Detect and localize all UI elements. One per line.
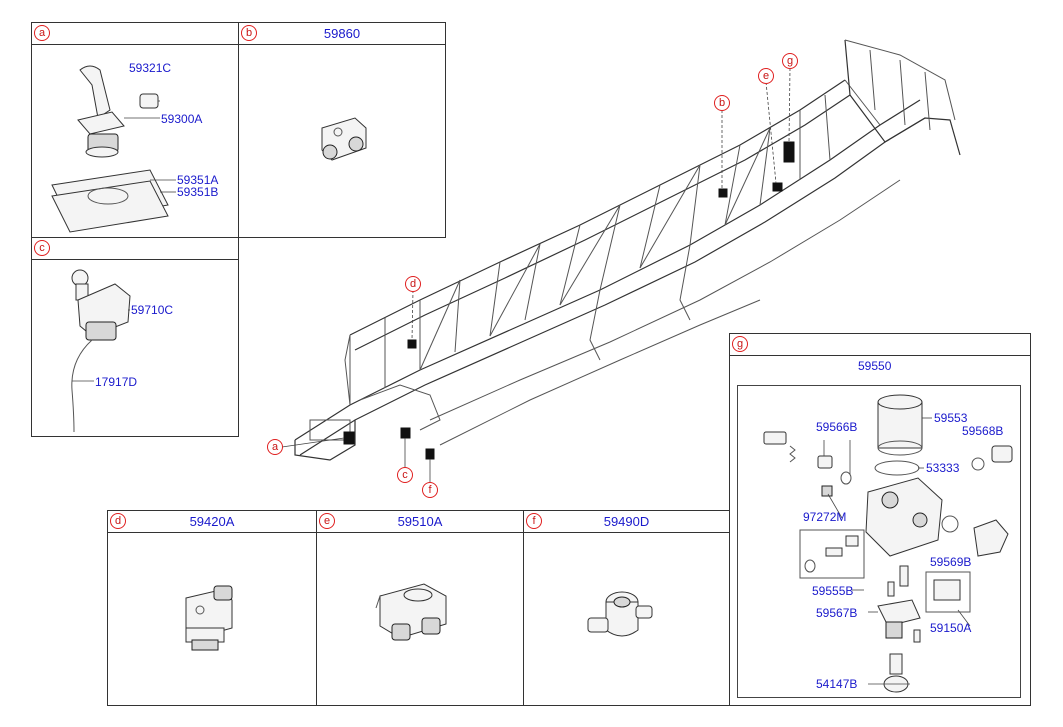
part-label[interactable]: 59567B — [816, 606, 858, 620]
inset-g-inner-frame — [737, 385, 1021, 698]
inset-c-drawing — [71, 269, 131, 433]
part-label[interactable]: 59150A — [930, 621, 972, 635]
part-label[interactable]: 59321C — [129, 61, 172, 75]
callout-d-main[interactable]: d — [405, 276, 421, 292]
inset-header — [32, 23, 238, 45]
inset-d-drawing — [185, 585, 233, 651]
part-label[interactable]: 59555B — [812, 584, 854, 598]
part-label[interactable]: 59300A — [161, 112, 203, 126]
callout-e[interactable]: e — [319, 513, 335, 529]
inset-box-c: c — [31, 237, 239, 437]
callout-g-main[interactable]: g — [782, 53, 798, 69]
callout-a[interactable]: a — [34, 25, 50, 41]
part-label[interactable]: 59568B — [962, 424, 1004, 438]
inset-title[interactable]: 59860 — [323, 26, 361, 41]
inset-e-drawing — [375, 583, 447, 641]
inset-header — [730, 334, 1030, 356]
part-label[interactable]: 59569B — [930, 555, 972, 569]
inset-f-drawing — [587, 591, 653, 637]
callout-b[interactable]: b — [241, 25, 257, 41]
inset-header: 59510A — [317, 511, 523, 533]
callout-d[interactable]: d — [110, 513, 126, 529]
inset-header: 59490D — [524, 511, 729, 533]
callout-a-main[interactable]: a — [267, 439, 283, 455]
callout-f[interactable]: f — [526, 513, 542, 529]
inset-box-a: a — [31, 22, 239, 238]
callout-g[interactable]: g — [732, 336, 748, 352]
inset-title[interactable]: 59420A — [189, 514, 235, 529]
inset-title[interactable]: 59490D — [603, 514, 650, 529]
inset-header — [32, 238, 238, 260]
callout-c-main[interactable]: c — [397, 467, 413, 483]
part-label[interactable]: 59553 — [934, 411, 968, 425]
inset-a-drawing — [51, 65, 176, 233]
callout-b-main[interactable]: b — [714, 95, 730, 111]
inset-box-f: 59490D f — [523, 510, 730, 706]
inset-box-d: 59420A d — [107, 510, 317, 706]
chassis-frame-drawing — [281, 39, 961, 482]
assembly-label[interactable]: 59550 — [858, 359, 892, 373]
callout-e-main[interactable]: e — [758, 68, 774, 84]
part-label[interactable]: 97272M — [803, 510, 847, 524]
part-label[interactable]: 59710C — [131, 303, 174, 317]
inset-title[interactable]: 59510A — [397, 514, 443, 529]
callout-f-main[interactable]: f — [422, 482, 438, 498]
inset-box-g: g — [729, 333, 1031, 706]
inset-header: 59420A — [108, 511, 316, 533]
part-label[interactable]: 53333 — [926, 461, 960, 475]
part-label[interactable]: 54147B — [816, 677, 858, 691]
inset-g-drawing — [763, 394, 1013, 693]
part-label[interactable]: 59566B — [816, 420, 858, 434]
inset-b-drawing — [321, 117, 367, 161]
inset-box-b: 59860 b — [238, 22, 446, 238]
inset-box-e: 59510A e — [316, 510, 524, 706]
part-label[interactable]: 59351A — [177, 173, 219, 187]
inset-header: 59860 — [239, 23, 445, 45]
part-label[interactable]: 17917D — [95, 375, 138, 389]
part-label[interactable]: 59351B — [177, 185, 219, 199]
callout-c[interactable]: c — [34, 240, 50, 256]
